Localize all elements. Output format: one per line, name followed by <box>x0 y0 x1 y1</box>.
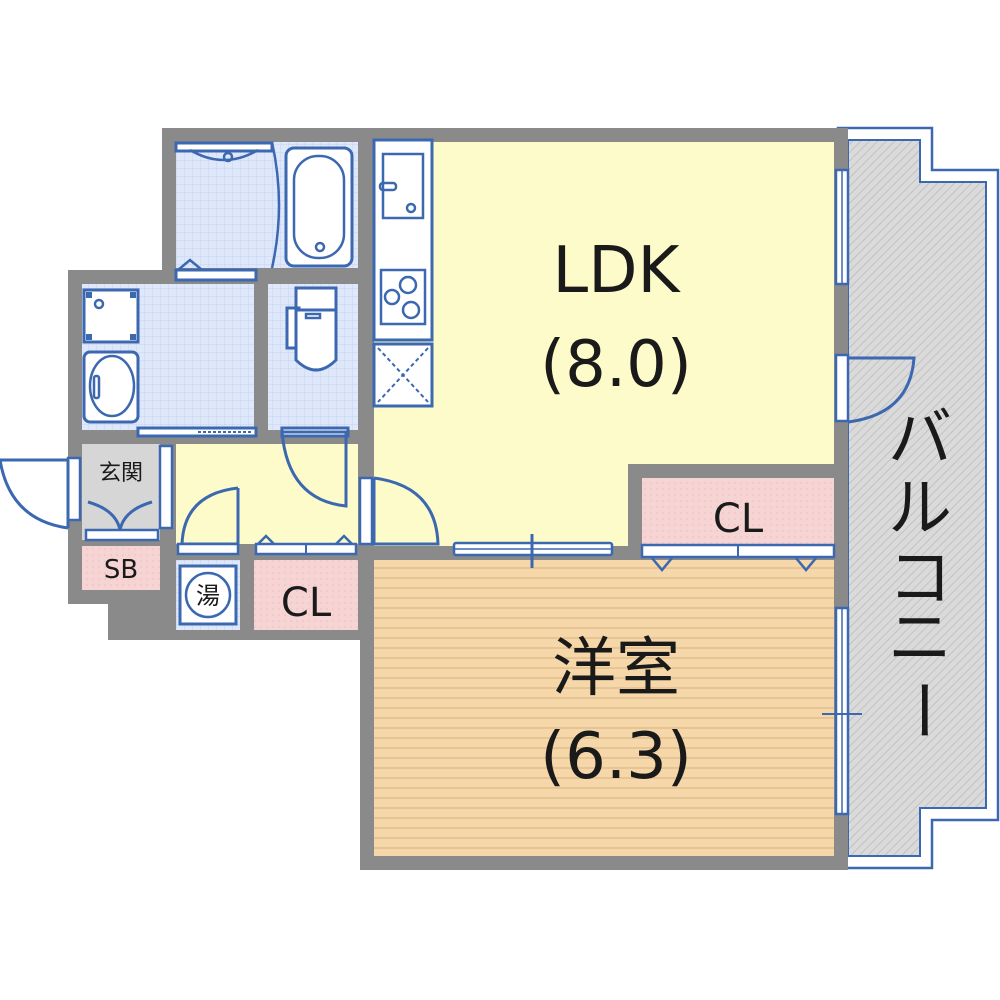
balcony-char: コ <box>888 542 952 616</box>
shower-area <box>174 141 281 282</box>
balcony-char: ニ <box>888 602 952 676</box>
wash-basin-icon <box>82 350 140 424</box>
balcony-char: バ <box>888 402 952 476</box>
hallway <box>176 444 358 544</box>
shoe-box-label: SB <box>104 555 138 585</box>
balcony-char: ル <box>888 472 952 546</box>
balcony-char: ー <box>884 678 958 742</box>
ldk-size: (8.0) <box>540 328 692 402</box>
balcony <box>836 126 1000 870</box>
western-size: (6.3) <box>540 720 692 794</box>
ldk-label: LDK <box>553 234 682 308</box>
closet-main <box>642 478 834 544</box>
balcony-label: バ ル コ ニ ー <box>884 402 958 742</box>
doors <box>0 168 916 816</box>
entrance-label: 玄関 <box>99 461 143 486</box>
kitchen <box>372 138 434 408</box>
closet-hall <box>254 560 358 630</box>
toilet-icon <box>285 286 338 372</box>
room-western <box>374 560 834 856</box>
bathtub-icon <box>284 146 354 268</box>
water-heater-icon: 湯 <box>178 564 238 626</box>
shoe-box <box>82 546 160 590</box>
closet-main-label: CL <box>713 496 764 542</box>
western-label: 洋室 <box>552 632 680 706</box>
washing-machine-icon <box>82 288 140 344</box>
closet-hall-label: CL <box>281 580 332 626</box>
water-heater-label: 湯 <box>196 582 220 610</box>
room-ldk <box>374 142 834 546</box>
stove-icon <box>379 268 427 326</box>
